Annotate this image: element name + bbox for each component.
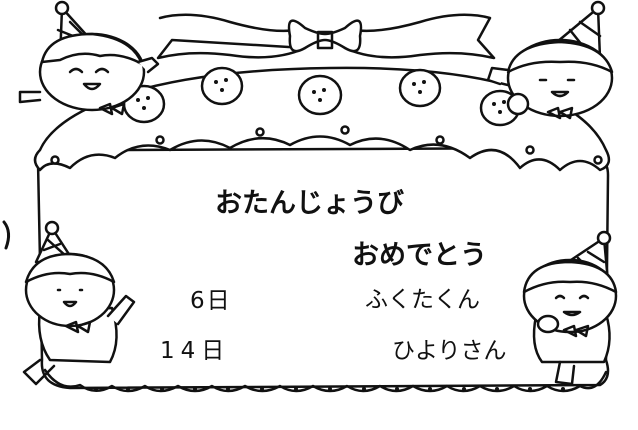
- cherry-dots: [136, 78, 506, 114]
- entry-name-2: ひよりさん: [392, 338, 507, 364]
- cake-body: [36, 146, 610, 390]
- ribbon-banner: [156, 13, 496, 60]
- entry-name-1: ふくたくん: [365, 287, 480, 313]
- left-edge-mark: [2, 220, 11, 250]
- bow-icon: [287, 19, 363, 53]
- child-bottom-right-icon: [522, 230, 618, 386]
- cake-frosting: [33, 66, 611, 172]
- title-line-2: おめでとう: [352, 240, 487, 271]
- entry-date-2: 14日: [160, 338, 231, 364]
- child-top-left-icon: [18, 0, 160, 116]
- child-top-right-icon: [486, 0, 614, 120]
- entry-date-1: 6日: [190, 288, 232, 314]
- child-bottom-left-icon: [22, 220, 136, 386]
- cherries: [122, 66, 521, 127]
- plate-dots: [94, 387, 565, 391]
- title-line-1: おたんじょうび: [215, 188, 404, 219]
- frosting-dots: [50, 125, 603, 165]
